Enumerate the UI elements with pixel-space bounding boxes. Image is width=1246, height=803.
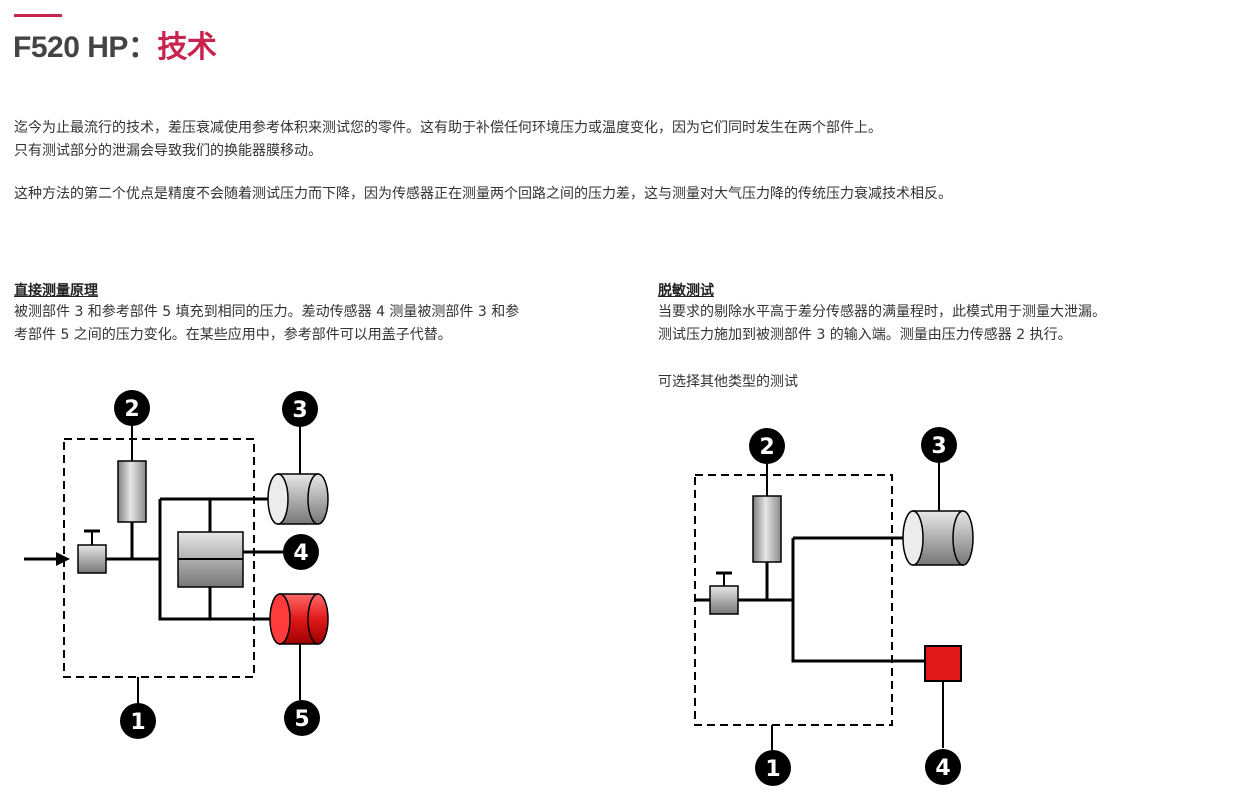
- leader-lines: [131, 426, 301, 704]
- callout-3: 3: [921, 427, 957, 463]
- callout-1: 1: [755, 750, 791, 786]
- pressure-sensor: [752, 495, 782, 563]
- callout-2: 2: [114, 390, 150, 426]
- intro-line-2: 只有测试部分的泄漏会导致我们的换能器膜移动。: [14, 143, 322, 159]
- callout-5: 5: [284, 700, 320, 736]
- piping: [106, 497, 285, 621]
- callout-4: 4: [283, 534, 319, 570]
- pressure-sensor: [117, 460, 147, 523]
- callout-3: 3: [282, 391, 318, 427]
- right-section-line-1: 当要求的剔除水平高于差分传感器的满量程时，此模式用于测量大泄漏。: [658, 304, 1106, 320]
- callout-2-label: 2: [124, 397, 139, 422]
- callout-3-label: 3: [292, 398, 307, 423]
- direct-measurement-diagram: 2 3 4 1 5: [0, 380, 360, 750]
- right-section-line-2: 测试压力施加到被测部件 3 的输入端。测量由压力传感器 2 执行。: [658, 327, 1072, 343]
- title-accent-line: [14, 14, 62, 17]
- right-section-heading: 脱敏测试: [658, 283, 714, 299]
- leader-lines: [766, 463, 944, 750]
- callout-1: 1: [120, 703, 156, 739]
- right-section-note: 可选择其他类型的测试: [658, 374, 798, 390]
- callout-2-label: 2: [759, 435, 774, 460]
- intro-paragraph-2: 这种方法的第二个优点是精度不会随着测试压力而下降，因为传感器正在测量两个回路之间…: [14, 186, 952, 202]
- desensitized-test-diagram: 2 3 1 4: [660, 410, 990, 800]
- red-component: [924, 645, 962, 682]
- callout-4: 4: [925, 749, 961, 785]
- callout-5-label: 5: [294, 707, 309, 732]
- reference-part-cylinder: [269, 593, 329, 645]
- callout-4-label: 4: [935, 756, 950, 781]
- callout-3-label: 3: [931, 434, 946, 459]
- callout-4-label: 4: [293, 541, 308, 566]
- piping: [695, 536, 925, 663]
- left-section-heading: 直接测量原理: [14, 283, 98, 299]
- test-part-cylinder: [902, 510, 974, 566]
- intro-line-1: 迄今为止最流行的技术，差压衰减使用参考体积来测试您的零件。这有助于补偿任何环境压…: [14, 120, 882, 136]
- callout-1-label: 1: [765, 757, 780, 782]
- differential-sensor: [177, 531, 244, 588]
- valve-icon: [77, 529, 107, 574]
- left-section-line-1: 被测部件 3 和参考部件 5 填充到相同的压力。差动传感器 4 测量被测部件 3…: [14, 304, 520, 320]
- callout-2: 2: [749, 428, 785, 464]
- page-title: F520 HP：技术: [13, 22, 217, 66]
- title-highlight: 技术: [157, 31, 217, 64]
- title-main: F520 HP：: [13, 31, 158, 64]
- left-section-line-2: 考部件 5 之间的压力变化。在某些应用中，参考部件可以用盖子代替。: [14, 327, 452, 343]
- inlet-arrow: [24, 552, 70, 566]
- callout-1-label: 1: [130, 710, 145, 735]
- enclosure-boundary: [63, 438, 255, 678]
- test-part-cylinder: [267, 473, 329, 525]
- valve-icon: [709, 571, 739, 615]
